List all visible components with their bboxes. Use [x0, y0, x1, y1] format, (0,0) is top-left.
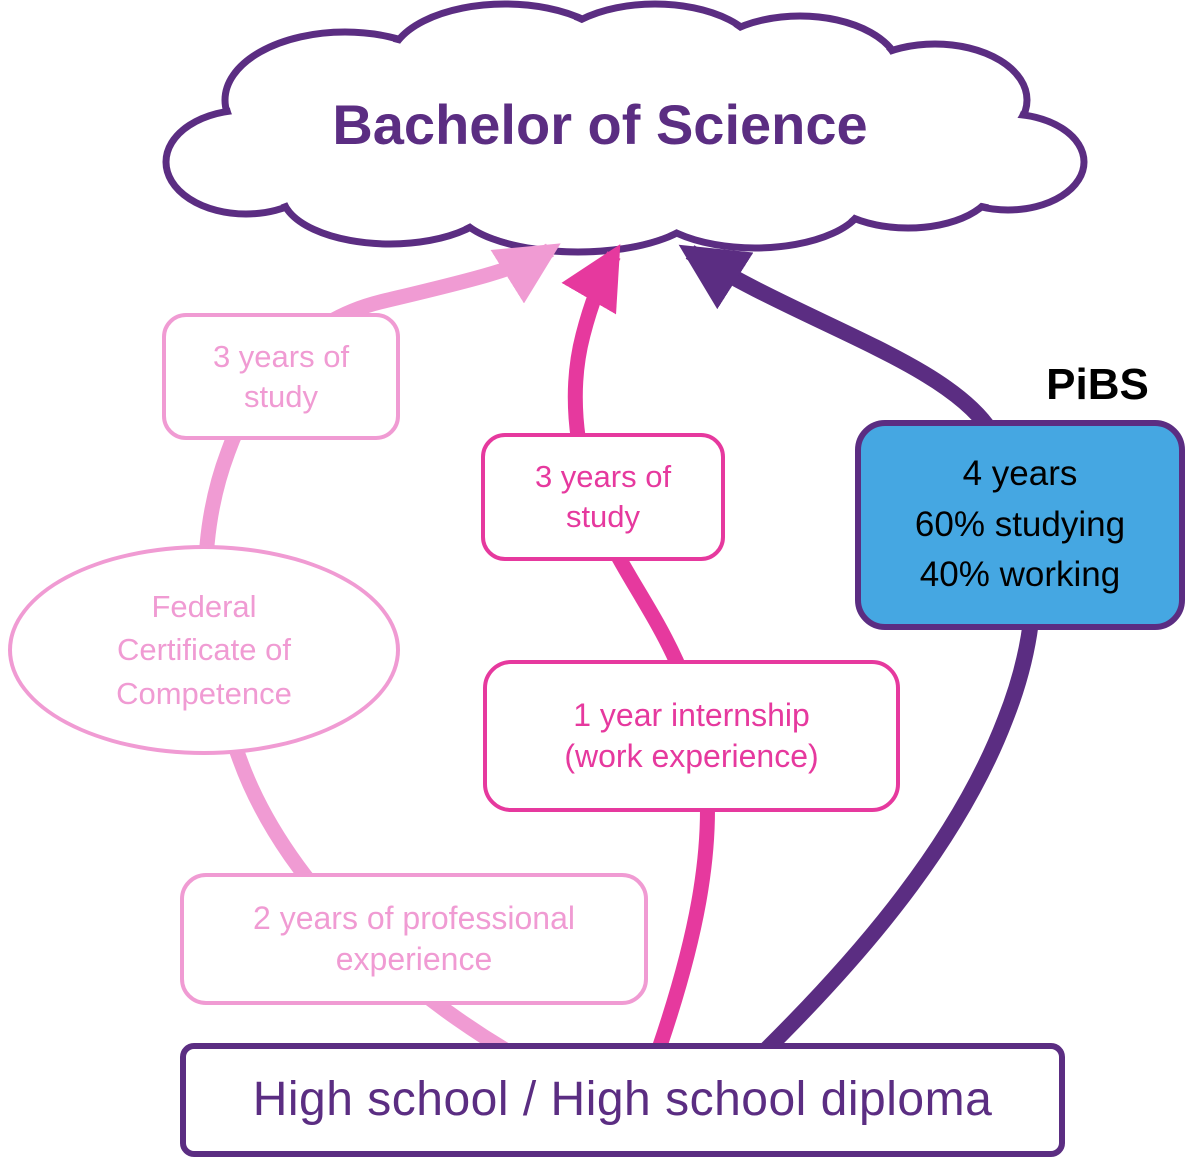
- cloud-title: Bachelor of Science: [332, 93, 868, 156]
- box-text-line: 2 years of professional: [253, 900, 575, 937]
- box-text-line: experience: [335, 941, 493, 977]
- ellipse-text-line: Federal: [151, 588, 257, 624]
- internship-path-arrow: [561, 244, 716, 1083]
- box-text-line: 3 years of: [212, 338, 350, 374]
- pibs-label: PiBS: [1046, 360, 1149, 409]
- professional-experience-box: 2 years of professional experience: [180, 873, 648, 1005]
- high-school-box: High school / High school diploma: [180, 1043, 1065, 1157]
- box-text-line: 1 year internship: [573, 697, 810, 734]
- ellipse-text-line: Certificate of: [116, 632, 291, 668]
- federal-certificate-ellipse: Federal Certificate of Competence: [8, 545, 400, 755]
- cloud-shape-fill: [170, 8, 1080, 248]
- box-text-line: 3 years of: [534, 459, 672, 495]
- apprenticeship-study-box: 3 years of study: [162, 313, 400, 440]
- box-text-line: 40% working: [919, 555, 1121, 595]
- box-text-line: study: [243, 378, 319, 414]
- internship-study-box: 3 years of study: [481, 433, 725, 561]
- ellipse-text-line: Competence: [116, 675, 292, 711]
- box-text-line: 4 years: [962, 453, 1078, 493]
- base-label: High school / High school diploma: [252, 1073, 993, 1127]
- box-text-line: (work experience): [564, 738, 819, 774]
- internship-box: 1 year internship (work experience): [483, 660, 900, 812]
- box-text-line: 60% studying: [914, 504, 1126, 544]
- pibs-box: 4 years 60% studying 40% working: [855, 420, 1185, 630]
- box-text-line: study: [565, 499, 641, 534]
